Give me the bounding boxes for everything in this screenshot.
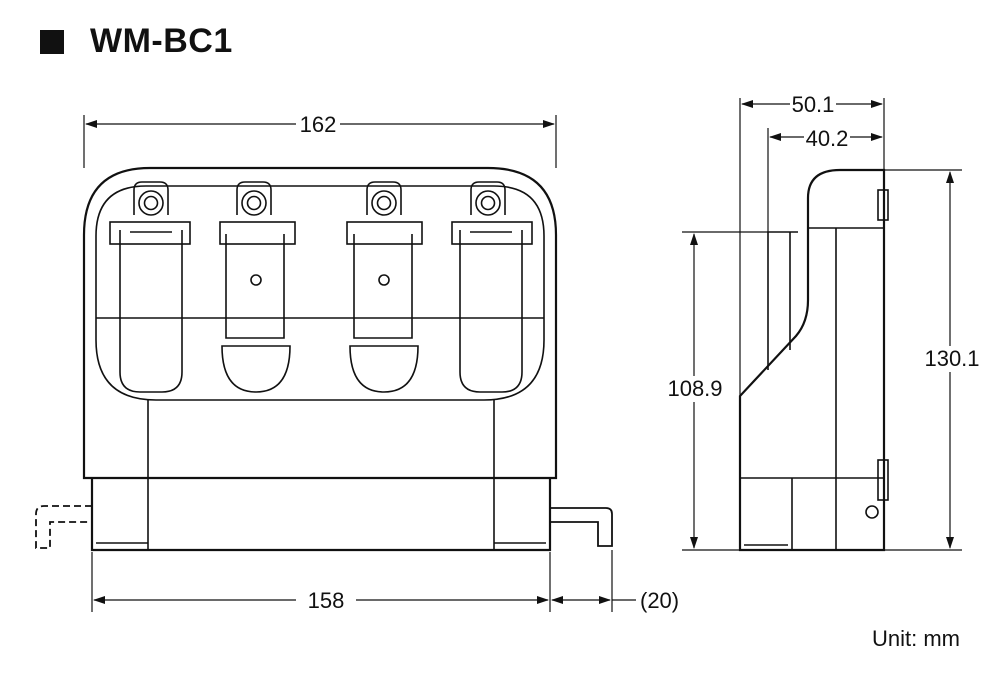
front-view: [35, 166, 613, 552]
unit-label: Unit: mm: [872, 626, 960, 651]
square-bullet-icon: [40, 29, 64, 54]
title-block: WM-BC1: [40, 22, 233, 61]
dim-depth-overall: 50.1: [792, 92, 835, 117]
side-dimensions: [682, 98, 962, 551]
dim-height-overall: 130.1: [924, 346, 979, 371]
dim-overall-width: 162: [300, 112, 337, 137]
charging-slot-3: [346, 181, 423, 393]
dim-cable-offset: (20): [640, 588, 679, 613]
cable-left-dashed: [35, 505, 92, 549]
charging-slot-1: [109, 181, 191, 393]
dim-depth-inner: 40.2: [806, 126, 849, 151]
dim-height-inner: 108.9: [667, 376, 722, 401]
dim-base-width: 158: [308, 588, 345, 613]
charging-slot-4: [451, 181, 533, 393]
model-title: WM-BC1: [90, 22, 233, 60]
front-dimensions: [83, 115, 636, 612]
side-view: [738, 168, 889, 552]
charging-slot-2: [219, 181, 296, 393]
cable-right: [550, 507, 613, 547]
